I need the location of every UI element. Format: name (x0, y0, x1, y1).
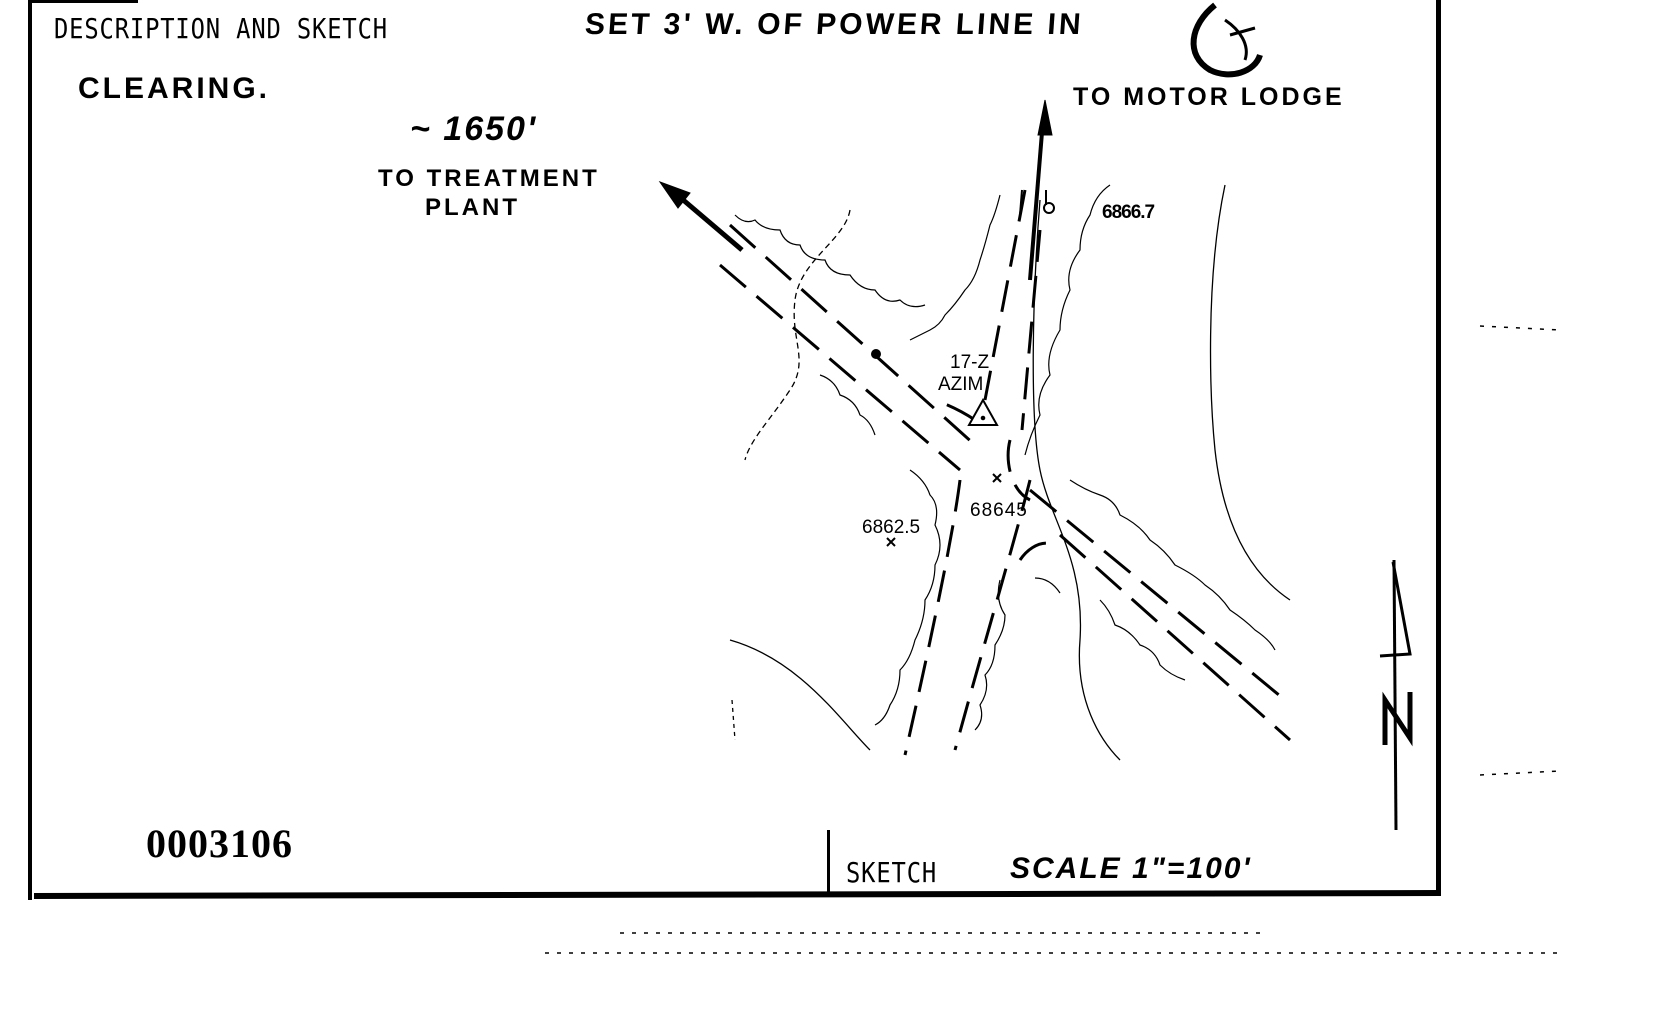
station-name-label: 17-Z (950, 352, 990, 373)
form-frame-right (1436, 0, 1441, 895)
arrow-to-motor-lodge (1028, 99, 1053, 281)
tree-line (734, 184, 1276, 731)
elevation-label-68645: 68645 (970, 500, 1028, 521)
arrow-to-treatment-plant (658, 180, 744, 252)
scale-label: SCALE 1"=100' (1010, 852, 1252, 885)
elevation-x-marker (886, 473, 1002, 547)
description-line-2: CLEARING. (78, 72, 270, 105)
contour-lines (729, 184, 1291, 761)
footer-divider (827, 830, 830, 892)
section-title: DESCRIPTION AND SKETCH (54, 12, 388, 45)
form-frame-top (28, 0, 138, 3)
treatment-label-line-2: PLANT (425, 194, 520, 221)
treatment-label-line-1: TO TREATMENT (378, 165, 600, 192)
treatment-distance-label: ~ 1650' (410, 110, 538, 148)
sketch-label: SKETCH (846, 856, 938, 889)
north-arrow (1379, 559, 1413, 831)
elevation-circle-marker (1043, 202, 1055, 214)
elevation-label-6866-7: 6866.7 (1102, 202, 1155, 223)
road-nw-se (719, 223, 1291, 742)
elevation-label-6862-5: 6862.5 (862, 517, 921, 538)
azimuth-label: AZIM (938, 374, 984, 395)
reference-dot (871, 349, 881, 359)
station-triangle-marker (967, 397, 999, 426)
form-frame-left (28, 0, 32, 900)
document-number: 0003106 (146, 821, 293, 866)
ink-smudge (1190, 2, 1263, 78)
motor-lodge-label: TO MOTOR LODGE (1073, 83, 1345, 111)
